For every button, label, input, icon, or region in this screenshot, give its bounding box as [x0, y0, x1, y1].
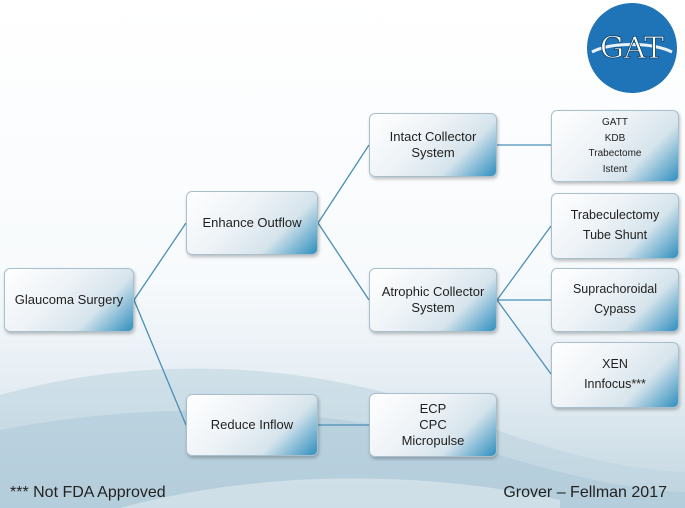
node-label: Glaucoma Surgery	[14, 291, 124, 307]
node-reduce-inflow: Reduce Inflow	[186, 394, 318, 456]
node-label-line-1: Trabeculectomy	[570, 208, 660, 223]
node-label-line-3: Micropulse	[401, 433, 465, 449]
node-inflow-procedures: ECP CPC Micropulse	[369, 393, 497, 457]
node-label-line-2: CPC	[419, 416, 447, 432]
connector-atrophic-xen	[496, 299, 552, 375]
connector-enhance-atrophic	[317, 222, 370, 301]
node-label-line-1: XEN	[602, 357, 628, 372]
node-label-line-1: Atrophic Collector	[381, 283, 485, 299]
node-label: Enhance Outflow	[202, 214, 302, 230]
node-label-line-2: System	[411, 300, 455, 315]
connector-enhance-intact	[317, 144, 370, 224]
credit-grover-fellman: Grover – Fellman 2017	[503, 484, 667, 501]
node-label-line-1: ECP	[419, 400, 447, 416]
node-label-line-2: Tube Shunt	[582, 228, 648, 242]
node-label-line-2: Cypass	[594, 302, 636, 316]
node-label-line-1: Intact Collector	[389, 128, 477, 144]
connector-root-enhance	[133, 222, 187, 301]
node-xen-innfocus: XEN Innfocus***	[551, 342, 679, 408]
node-label-line-1: Suprachoroidal	[572, 282, 658, 297]
node-label-line-4: Istent	[602, 163, 628, 175]
node-glaucoma-surgery: Glaucoma Surgery	[4, 268, 134, 332]
node-intact-procedures: GATT KDB Trabectome Istent	[551, 110, 679, 182]
node-trabeculectomy-tube-shunt: Trabeculectomy Tube Shunt	[551, 193, 679, 259]
connector-atrophic-trab	[496, 225, 552, 301]
node-suprachoroidal-cypass: Suprachoroidal Cypass	[551, 268, 679, 332]
node-label-line-1: GATT	[602, 117, 628, 128]
node-label-line-2: KDB	[604, 132, 626, 144]
node-intact-collector-system: Intact Collector System	[369, 113, 497, 177]
node-enhance-outflow: Enhance Outflow	[186, 191, 318, 255]
node-label-line-3: Trabectome	[588, 148, 642, 159]
gat-logo: GAT	[586, 2, 678, 94]
connector-root-reduce	[133, 299, 187, 426]
footnote-not-fda-approved: *** Not FDA Approved	[10, 484, 166, 501]
node-atrophic-collector-system: Atrophic Collector System	[369, 268, 497, 332]
node-label-line-2: System	[411, 145, 455, 160]
node-label: Reduce Inflow	[210, 416, 294, 432]
node-label-line-2: Innfocus***	[584, 377, 646, 391]
gat-logo-text: GAT	[600, 31, 664, 66]
